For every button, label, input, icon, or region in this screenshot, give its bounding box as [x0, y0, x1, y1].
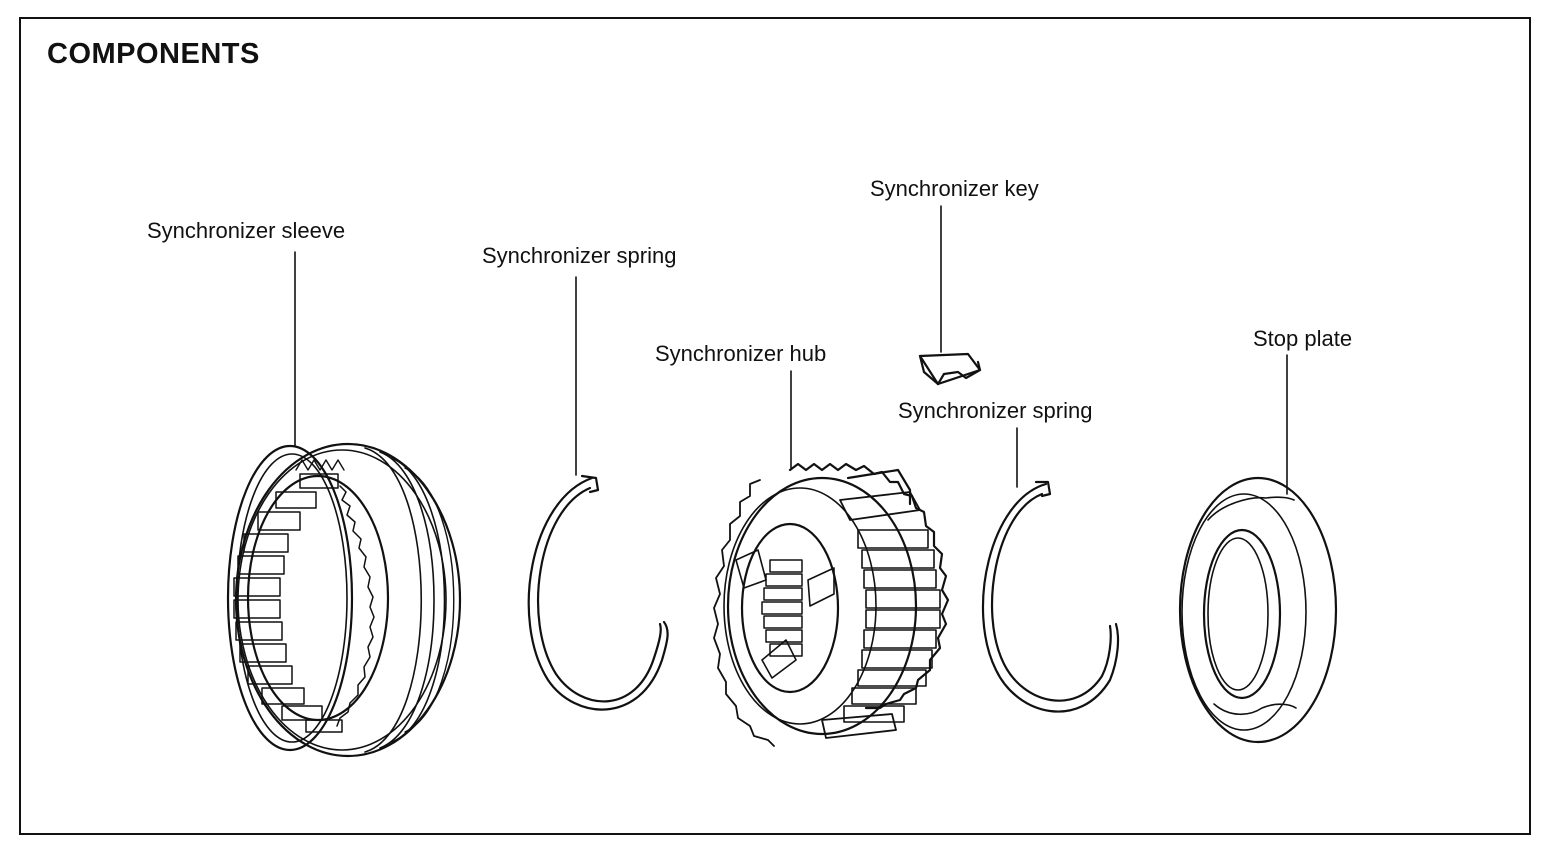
synchronizer-hub — [713, 462, 950, 747]
synchronizer-key — [918, 352, 982, 386]
label-synchronizer-hub: Synchronizer hub — [655, 341, 827, 366]
synchronizer-spring-right — [981, 480, 1120, 713]
label-synchronizer-sleeve: Synchronizer sleeve — [147, 218, 346, 243]
synchronizer-spring-left — [527, 474, 669, 711]
label-synchronizer-key: Synchronizer key — [870, 176, 1039, 201]
label-synchronizer-spring-right: Synchronizer spring — [898, 398, 1093, 423]
leader-lines — [294, 205, 1288, 495]
stop-plate — [1178, 476, 1338, 744]
label-stop-plate: Stop plate — [1253, 326, 1353, 351]
synchronizer-sleeve — [226, 442, 462, 758]
label-synchronizer-spring-left: Synchronizer spring — [482, 243, 677, 268]
diagram-title: COMPONENTS — [47, 38, 260, 70]
diagram-frame — [19, 17, 1531, 835]
